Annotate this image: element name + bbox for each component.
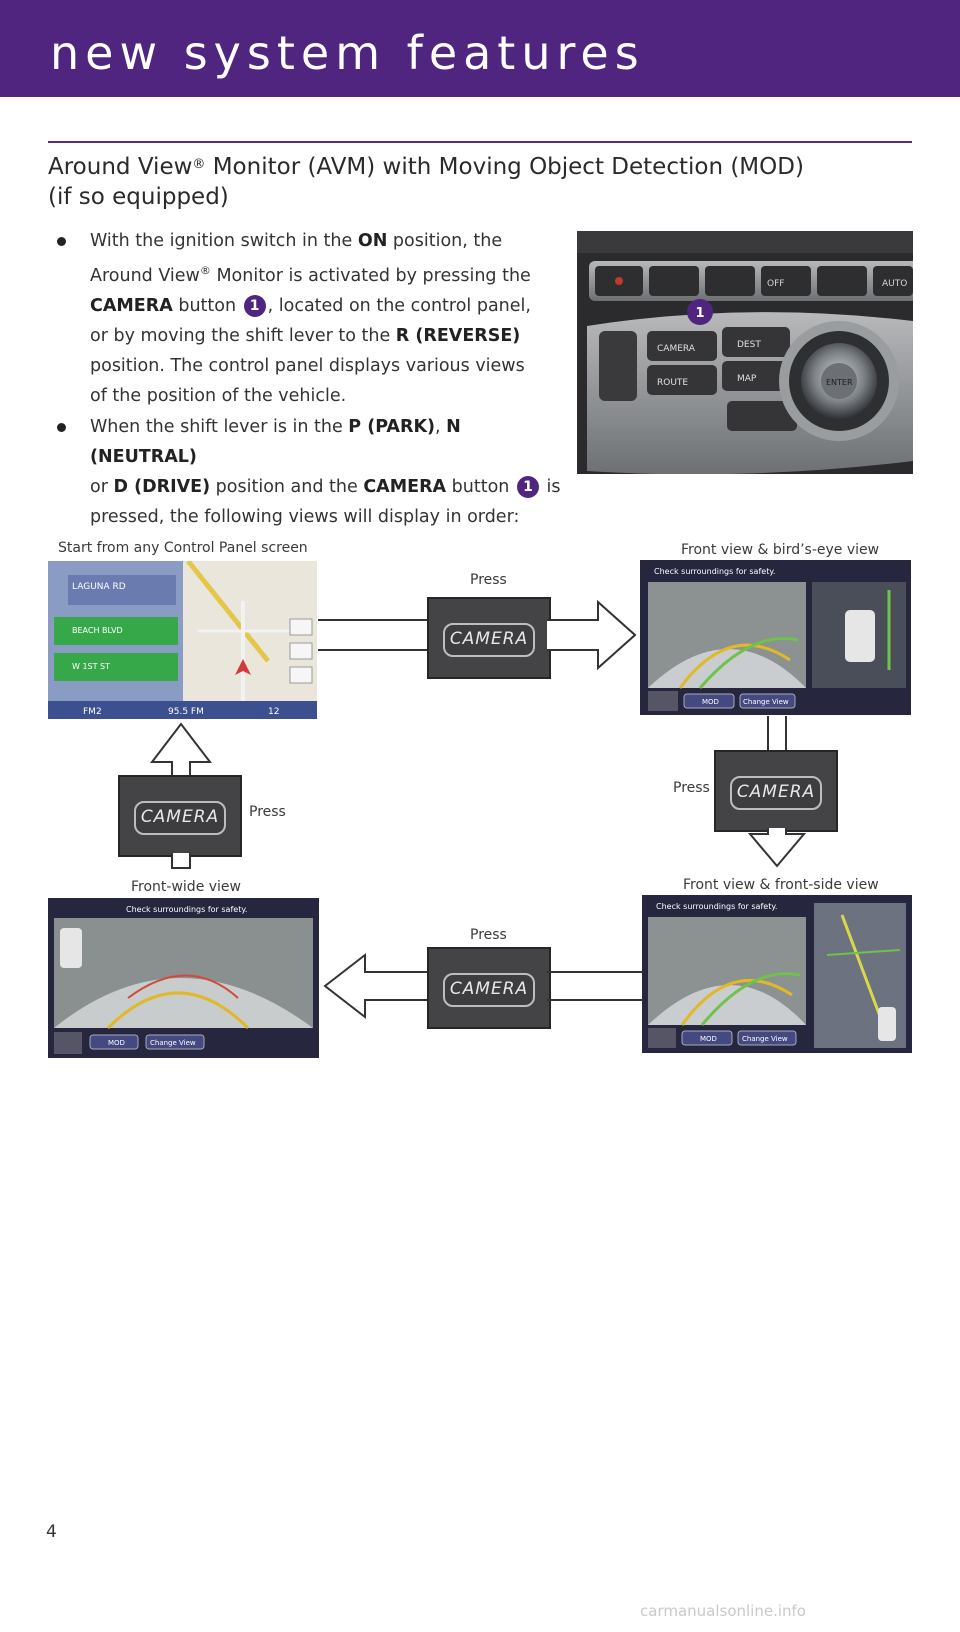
header-bar: new system features [0,0,960,97]
callout-badge: 1 [516,476,539,498]
arrow-left-icon [323,952,642,1020]
control-panel-photo: OFF AUTO CAMERA DEST ROUTE MAP ENTER 1 [577,231,913,474]
nav-radio-2: 95.5 FM [168,707,204,717]
birds-mod-label: MOD [702,698,719,706]
camera-button-label: CAMERA [657,344,696,354]
nav-street-3: W 1ST ST [72,662,110,671]
bold-text: P (PARK) [348,417,436,437]
press-label-3: Press [249,804,286,820]
birds-warning-text: Check surroundings for safety. [654,567,775,576]
auto-button-label: AUTO [882,279,907,289]
camera-button-image-1: CAMERA [427,597,551,679]
enter-button-label: ENTER [826,378,853,387]
off-button-label: OFF [767,279,784,289]
control-panel-illustration: OFF AUTO CAMERA DEST ROUTE MAP ENTER 1 [577,231,913,474]
section-rule [48,141,912,143]
page-number: 4 [46,1522,57,1542]
side-warning-text: Check surroundings for safety. [656,902,777,911]
camera-button-face: CAMERA [443,623,535,657]
front-wide-screen: Check surroundings for safety. MOD Chang… [48,898,319,1058]
side-mod-label: MOD [700,1035,717,1043]
nav-screen-illustration: LAGUNA RD BEACH BLVD W 1ST ST FM2 95.5 F… [48,561,317,719]
map-button-label: MAP [737,374,757,384]
arrow-up-icon [149,722,213,869]
bold-text: D (DRIVE) [113,477,211,497]
registered-mark: ® [192,157,206,172]
nav-radio-1: FM2 [83,707,102,717]
text: position, the [387,231,503,251]
dest-button-label: DEST [737,340,761,350]
bullet-dot-icon [57,423,66,432]
arrow-down-icon [747,716,807,868]
birds-eye-screen: Check surroundings for safety. MOD Chang… [640,560,911,715]
watermark: carmanualsonline.info [640,1602,806,1620]
front-side-illustration: Check surroundings for safety. MOD Chang… [642,895,912,1053]
text: button [446,477,515,497]
bold-text: CAMERA [90,295,173,316]
text: Around View [90,265,200,286]
flow-arrows [149,599,807,1020]
wide-warning-text: Check surroundings for safety. [126,905,247,914]
text: position and the [210,477,364,497]
bold-text: N (NEUTRAL) [90,417,461,467]
camera-button-face: CAMERA [134,801,226,835]
front-side-screen: Check surroundings for safety. MOD Chang… [642,895,912,1053]
caption-front-wide: Front-wide view [131,879,241,895]
text: or [90,477,114,497]
bold-text: CAMERA [363,477,447,497]
press-label-2: Press [673,780,710,796]
wide-mod-label: MOD [108,1039,125,1047]
side-change-label: Change View [742,1035,788,1043]
page-header-title: new system features [50,26,645,80]
title-text-2: Monitor (AVM) with Moving Object Detecti… [205,154,804,180]
camera-button-face: CAMERA [443,973,535,1007]
caption-start: Start from any Control Panel screen [58,540,308,556]
section-title: Around View® Monitor (AVM) with Moving O… [48,152,848,212]
camera-button-image-2: CAMERA [714,750,838,832]
registered-mark: ® [199,264,211,277]
nav-street-2: BEACH BLVD [72,626,123,635]
text: or by moving the shift lever to the [90,325,396,346]
photo-callout-badge: 1 [696,306,705,321]
text: button [172,295,242,316]
arrow-right-icon [318,599,637,671]
bullet-item-2: When the shift lever is in the P (PARK),… [57,412,568,532]
route-button-label: ROUTE [657,378,688,388]
text: Monitor is activated by pressing the [210,265,531,286]
text: pressed, the following views will displa… [90,507,520,527]
title-text-3: (if so equipped) [48,184,229,210]
front-wide-illustration: Check surroundings for safety. MOD Chang… [48,898,319,1058]
nav-street-1: LAGUNA RD [72,582,126,592]
nav-radio-3: 12 [268,707,279,717]
birds-change-label: Change View [743,698,789,706]
text: , [435,417,447,437]
nav-screen: LAGUNA RD BEACH BLVD W 1ST ST FM2 95.5 F… [48,561,317,719]
bold-text: ON [357,231,388,251]
caption-front-side: Front view & front-side view [683,877,879,893]
title-text-1: Around View [48,154,193,180]
callout-badge: 1 [243,294,266,317]
caption-birds-eye: Front view & bird’s-eye view [681,542,880,558]
camera-button-face: CAMERA [730,776,822,810]
text: When the shift lever is in the [90,417,349,437]
camera-button-image-4: CAMERA [427,947,551,1029]
bold-text: R (REVERSE) [395,325,521,346]
text: With the ignition switch in the [90,231,358,251]
text: is [540,477,561,497]
text: position. The control panel displays var… [90,355,525,376]
press-label-4: Press [470,927,507,943]
text: of the position of the vehicle. [90,385,347,406]
bullet-item-1: With the ignition switch in the ON posit… [57,226,568,411]
text: , located on the control panel, [267,295,531,316]
birds-eye-illustration: Check surroundings for safety. MOD Chang… [640,560,911,715]
bullet-dot-icon [57,237,66,246]
wide-change-label: Change View [150,1039,196,1047]
press-label-1: Press [470,572,507,588]
